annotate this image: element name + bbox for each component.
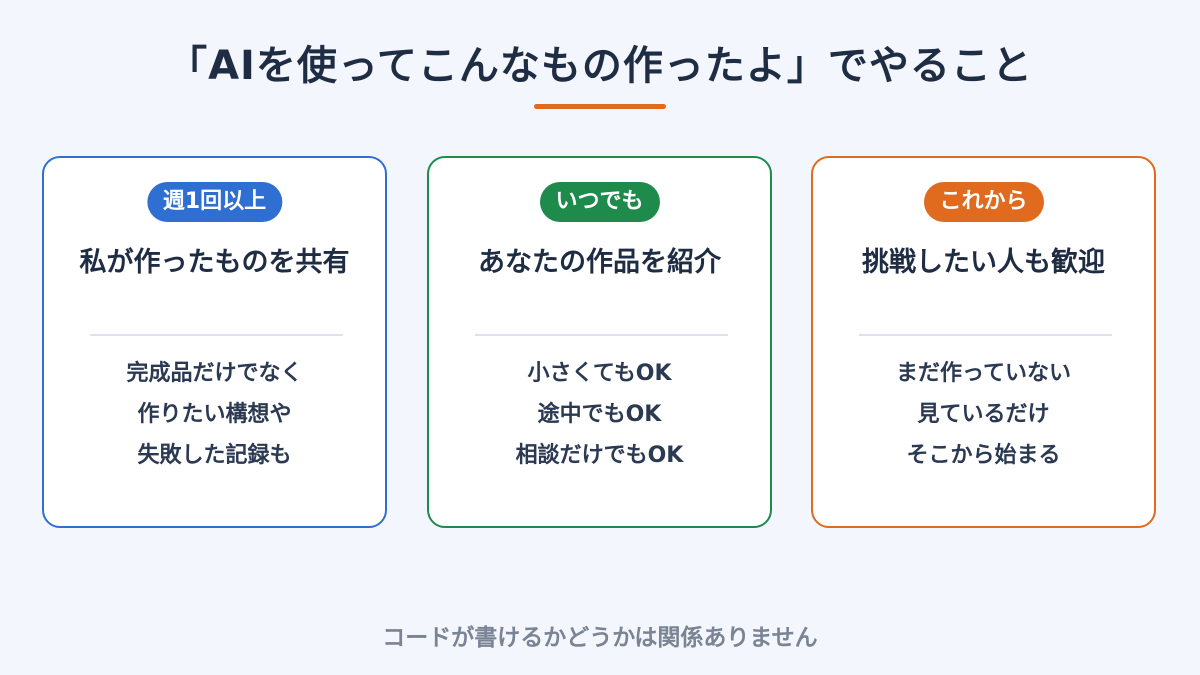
- title-underline: [534, 104, 666, 109]
- card-title: 挑戦したい人も歓迎: [862, 247, 1105, 278]
- card-line: 完成品だけでなく: [126, 361, 303, 386]
- card-line: 見ているだけ: [917, 402, 1050, 427]
- card-line: そこから始まる: [906, 443, 1061, 468]
- page-title: 「AIを使ってこんなもの作ったよ」でやること: [167, 43, 1033, 89]
- card-divider: [859, 334, 1112, 336]
- card-badge: これから: [923, 182, 1044, 222]
- card-introduce: いつでも あなたの作品を紹介 小さくてもOK 途中でもOK 相談だけでもOK: [427, 156, 772, 528]
- card-welcome: これから 挑戦したい人も歓迎 まだ作っていない 見ているだけ そこから始まる: [811, 156, 1156, 528]
- card-line: 相談だけでもOK: [515, 443, 684, 468]
- card-title: あなたの作品を紹介: [478, 247, 721, 278]
- card-lines: まだ作っていない 見ているだけ そこから始まる: [813, 353, 1154, 476]
- card-line: まだ作っていない: [896, 361, 1071, 386]
- card-badge: いつでも: [539, 182, 660, 222]
- card-line: 途中でもOK: [537, 402, 662, 427]
- card-divider: [475, 334, 728, 336]
- card-share: 週1回以上 私が作ったものを共有 完成品だけでなく 作りたい構想や 失敗した記録…: [42, 156, 387, 528]
- card-lines: 小さくてもOK 途中でもOK 相談だけでもOK: [429, 353, 770, 476]
- card-divider: [90, 334, 343, 336]
- card-line: 作りたい構想や: [137, 402, 292, 427]
- card-title: 私が作ったものを共有: [79, 247, 350, 278]
- card-line: 失敗した記録も: [137, 443, 292, 468]
- card-badge: 週1回以上: [146, 182, 283, 222]
- card-line: 小さくてもOK: [527, 361, 672, 386]
- card-lines: 完成品だけでなく 作りたい構想や 失敗した記録も: [44, 353, 385, 476]
- footer-note: コードが書けるかどうかは関係ありません: [382, 625, 818, 651]
